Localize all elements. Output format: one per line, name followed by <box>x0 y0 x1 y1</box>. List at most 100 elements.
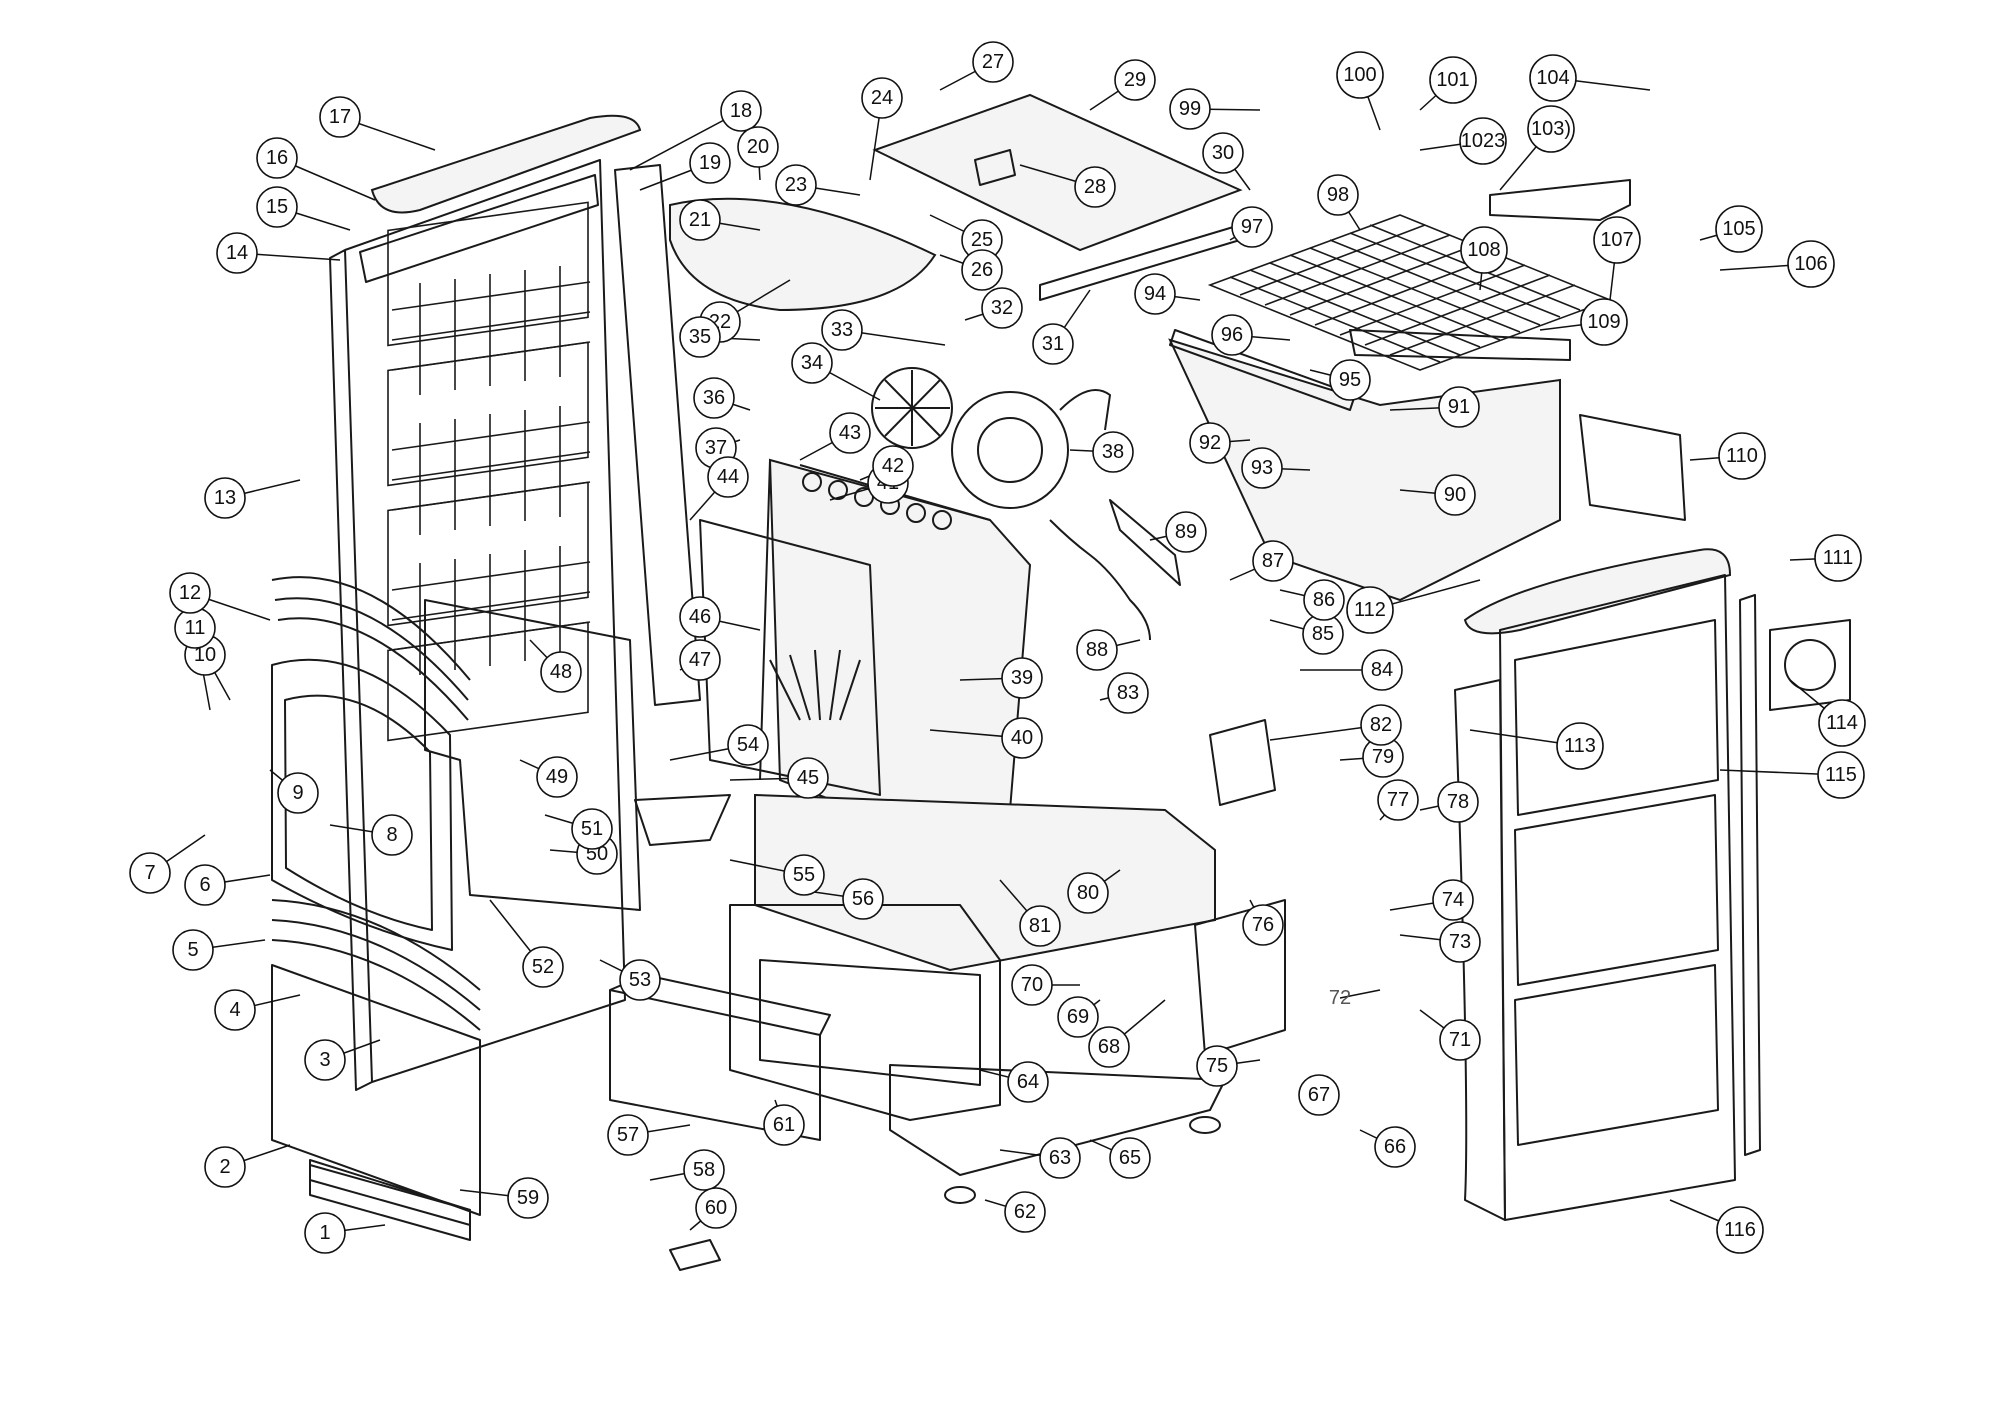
part-callout-46: 46 <box>679 596 721 638</box>
callout-bubble <box>861 77 903 119</box>
part-callout-11: 11 <box>174 607 216 649</box>
callout-bubble <box>522 946 564 988</box>
callout-bubble <box>1716 1206 1764 1254</box>
part-callout-116: 116 <box>1716 1206 1764 1254</box>
part-number-label: 108 <box>1467 239 1500 261</box>
part-callout-98: 98 <box>1317 174 1359 216</box>
callout-bubble <box>169 572 211 614</box>
part-number-label: 46 <box>689 606 711 628</box>
callout-bubble <box>619 959 661 1001</box>
part-callout-49: 49 <box>536 756 578 798</box>
callout-bubble <box>1715 205 1763 253</box>
callout-bubble <box>1437 781 1479 823</box>
part-callout-39: 39 <box>1001 657 1043 699</box>
callout-bubble <box>1303 579 1345 621</box>
part-number-label: 54 <box>737 734 759 756</box>
callout-bubble <box>1529 54 1577 102</box>
front-door <box>271 576 471 951</box>
leader-line-72 <box>1339 989 1381 999</box>
part-number-label: 84 <box>1371 659 1393 681</box>
part-callout-24: 24 <box>861 77 903 119</box>
part-number-label: 73 <box>1449 931 1471 953</box>
part-number-label: 70 <box>1021 974 1043 996</box>
part-callout-29: 29 <box>1114 59 1156 101</box>
left-side-panel <box>329 159 626 1091</box>
part-callout-101: 101 <box>1429 56 1477 104</box>
part-number-label: 56 <box>852 888 874 910</box>
part-number-label: 67 <box>1308 1084 1330 1106</box>
part-callout-105: 105 <box>1715 205 1763 253</box>
part-number-label: 103) <box>1531 118 1571 140</box>
part-number-label: 53 <box>629 969 651 991</box>
callout-bubble <box>371 814 413 856</box>
part-number-label: 72 <box>1329 987 1351 1009</box>
callout-bubble <box>1556 722 1604 770</box>
part-number-label: 6 <box>199 874 210 896</box>
part-number-label: 20 <box>747 136 769 158</box>
callout-bubble <box>1114 59 1156 101</box>
part-callout-89: 89 <box>1165 511 1207 553</box>
callout-bubble <box>214 989 256 1031</box>
part-callout-76: 76 <box>1242 904 1284 946</box>
part-callout-106: 106 <box>1787 240 1835 288</box>
part-number-label: 5 <box>187 939 198 961</box>
part-number-label: 17 <box>329 106 351 128</box>
callout-bubble <box>204 1146 246 1188</box>
pellet-hopper <box>1168 329 1571 602</box>
part-callout-59: 59 <box>507 1177 549 1219</box>
callout-bubble <box>821 309 863 351</box>
part-number-label: 7 <box>144 862 155 884</box>
part-number-label: 105 <box>1722 218 1755 240</box>
part-number-label: 14 <box>226 242 248 264</box>
part-callout-113: 113 <box>1556 722 1604 770</box>
part-callout-69: 69 <box>1057 996 1099 1038</box>
cover-82 <box>1209 719 1276 806</box>
callout-bubble <box>679 316 721 358</box>
callout-bubble <box>1439 1019 1481 1061</box>
part-number-label: 77 <box>1387 789 1409 811</box>
part-number-label: 37 <box>705 437 727 459</box>
part-callout-51: 51 <box>571 808 613 850</box>
part-callout-33: 33 <box>821 309 863 351</box>
part-callout-40: 40 <box>1001 717 1043 759</box>
right-side-panel <box>1454 548 1851 1221</box>
part-number-label: 16 <box>266 147 288 169</box>
part-callout-4: 4 <box>214 989 256 1031</box>
callout-bubble <box>737 126 779 168</box>
part-number-label: 49 <box>546 766 568 788</box>
part-number-label: 61 <box>773 1114 795 1136</box>
callout-bubble <box>1252 540 1294 582</box>
part-number-label: 32 <box>991 297 1013 319</box>
part-number-label: 1 <box>319 1222 330 1244</box>
part-callout-95: 95 <box>1329 359 1371 401</box>
part-callout-56: 56 <box>842 878 884 920</box>
part-number-label: 62 <box>1014 1201 1036 1223</box>
part-callout-81: 81 <box>1019 905 1061 947</box>
callout-bubble <box>536 756 578 798</box>
part-number-label: 89 <box>1175 521 1197 543</box>
callout-bubble <box>763 1104 805 1146</box>
part-callout-15: 15 <box>256 186 298 228</box>
callout-bubble <box>961 249 1003 291</box>
part-callout-99: 99 <box>1169 88 1211 130</box>
part-number-label: 55 <box>793 864 815 886</box>
callout-bubble <box>1814 534 1862 582</box>
callout-bubble <box>693 377 735 419</box>
part-number-label: 18 <box>730 100 752 122</box>
part-number-label: 59 <box>517 1187 539 1209</box>
part-callout-114: 114 <box>1818 699 1866 747</box>
callout-bubble <box>571 808 613 850</box>
parts-drawing <box>271 93 1851 1271</box>
callout-bubble <box>972 41 1014 83</box>
part-number-label: 87 <box>1262 550 1284 572</box>
part-number-label: 8 <box>386 824 397 846</box>
part-callout-30: 30 <box>1202 132 1244 174</box>
part-number-label: 96 <box>1221 324 1243 346</box>
part-callout-85: 85 <box>1302 613 1344 655</box>
part-callout-86: 86 <box>1303 579 1345 621</box>
part-number-label: 39 <box>1011 667 1033 689</box>
callout-bubble <box>607 1114 649 1156</box>
part-callout-104: 104 <box>1529 54 1577 102</box>
part-number-label: 19 <box>699 152 721 174</box>
part-callout-32: 32 <box>981 287 1023 329</box>
